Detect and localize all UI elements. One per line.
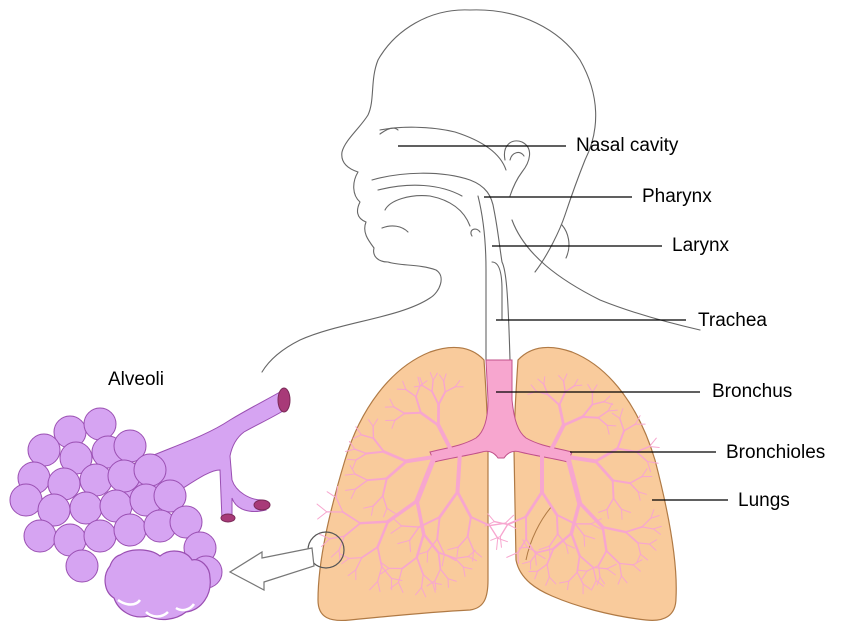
bronchiole-branch — [582, 417, 598, 418]
bronchiole-branch — [500, 537, 501, 548]
alveolus — [114, 514, 146, 546]
bronchiole-branch — [613, 480, 614, 498]
bronchiole-branch — [457, 452, 460, 492]
alveolus — [84, 520, 116, 552]
alveolus — [24, 520, 56, 552]
alveoli-duct-opening — [278, 388, 290, 412]
alveolus — [70, 492, 102, 524]
label-bronchus: Bronchus — [712, 382, 792, 401]
label-trachea: Trachea — [698, 311, 767, 330]
alveolus — [66, 550, 98, 582]
bronchiole-branch — [488, 514, 494, 522]
bronchiole-branch — [490, 526, 498, 539]
alveolus — [28, 434, 60, 466]
bronchiole-branch — [607, 425, 616, 426]
bronchiole-branch — [360, 522, 388, 524]
alveolus — [84, 408, 116, 440]
label-larynx: Larynx — [672, 236, 729, 255]
label-lungs: Lungs — [738, 491, 790, 510]
bronchiole-branch — [405, 413, 421, 414]
zoom-arrow — [230, 548, 314, 590]
alveoli-cluster — [10, 388, 290, 619]
bronchiole-branch — [497, 538, 498, 549]
alveolus — [10, 484, 42, 516]
label-pharynx: Pharynx — [642, 187, 712, 206]
alveoli-cutaway — [105, 550, 210, 620]
alveolus — [134, 454, 166, 486]
bronchiole-branch — [498, 538, 508, 541]
head-outline — [262, 10, 700, 372]
bronchiole-branch — [318, 512, 327, 519]
alveolus — [80, 464, 112, 496]
bronchiole-branch — [347, 459, 356, 460]
bronchiole-branch — [584, 535, 585, 546]
alveoli-duct-opening-lower — [254, 500, 270, 510]
label-alveoli: Alveoli — [108, 370, 164, 389]
label-nasal-cavity: Nasal cavity — [576, 136, 678, 155]
bronchiole-branch — [317, 504, 327, 512]
bronchiole-branch — [500, 524, 507, 536]
bronchiole-branch — [427, 551, 428, 562]
left-lung — [318, 347, 488, 620]
label-bronchioles: Bronchioles — [726, 443, 825, 462]
alveoli-duct-opening-bottom — [221, 514, 235, 522]
bronchiole-branch — [650, 438, 657, 446]
bronchiole-branch — [557, 515, 558, 534]
